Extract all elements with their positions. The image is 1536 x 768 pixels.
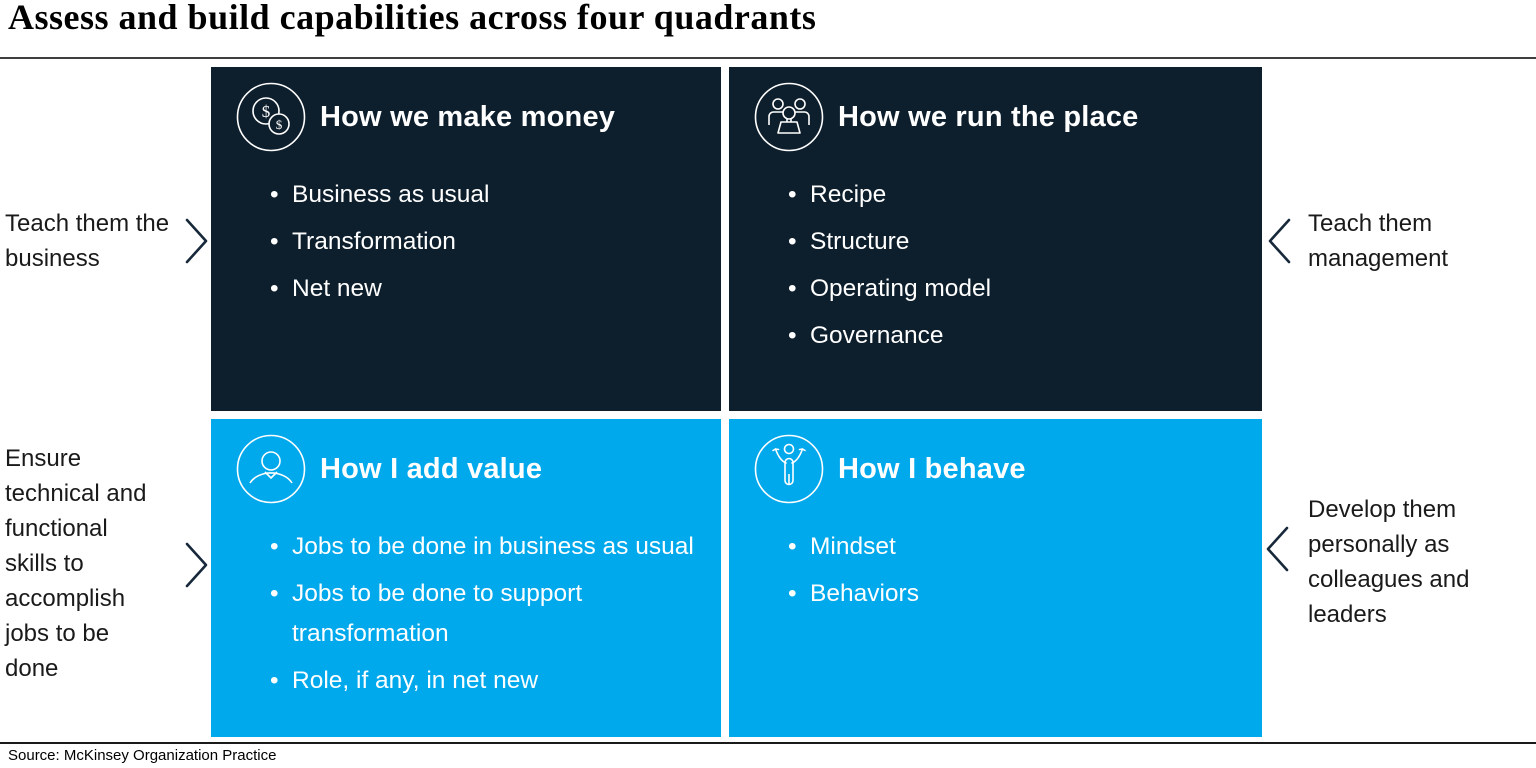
bullet-list: Business as usual Transformation Net new [235,175,697,309]
side-label-teach-business: Teach them the business [5,210,170,272]
quadrant-grid: $ $ How we make money Business as usual … [211,67,1262,737]
bullet-item: Mindset [788,527,1222,567]
bullet-item: Net new [270,269,697,309]
side-label-teach-management: Teach them management [1308,210,1449,272]
chevron-left-icon [1264,216,1294,266]
bullet-item: Business as usual [270,175,697,215]
side-label-develop-personally: Develop them personally as colleagues an… [1308,496,1470,628]
quadrant-title: How I add value [320,452,543,485]
chevron-left-icon [1262,524,1292,574]
svg-text:$: $ [262,102,271,121]
quadrant-header: $ $ How we make money [235,81,697,153]
page-title: Assess and build capabilities across fou… [8,0,817,37]
bullet-item: Behaviors [788,574,1222,614]
quadrant-title: How we make money [320,100,616,133]
quadrant-behave: How I behave Mindset Behaviors [729,419,1262,737]
bullet-list: Mindset Behaviors [753,527,1238,614]
bullet-item: Structure [788,222,1222,262]
quadrant-make-money: $ $ How we make money Business as usual … [211,67,721,411]
bullet-list: Recipe Structure Operating model Governa… [753,175,1238,356]
title-divider [0,57,1536,59]
quadrant-header: How I add value [235,433,697,505]
chevron-right-icon [182,540,212,590]
bullet-item: Transformation [270,222,697,262]
raised-arms-person-icon [753,433,825,505]
person-icon [235,433,307,505]
bullet-item: Jobs to be done to support transformatio… [270,574,697,654]
bullet-item: Recipe [788,175,1222,215]
quadrant-run-place: How we run the place Recipe Structure Op… [729,67,1262,411]
quadrant-title: How I behave [838,452,1026,485]
bullet-item: Governance [788,316,1222,356]
quadrant-add-value: How I add value Jobs to be done in busin… [211,419,721,737]
chevron-right-icon [182,216,212,266]
bullet-list: Jobs to be done in business as usual Job… [235,527,697,701]
people-group-icon [753,81,825,153]
bullet-item: Role, if any, in net new [270,661,697,701]
coins-icon: $ $ [235,81,307,153]
quadrant-header: How I behave [753,433,1238,505]
source-attribution: Source: McKinsey Organization Practice [8,747,277,764]
side-label-technical-skills: Ensure technical and functional skills t… [5,445,147,682]
quadrant-header: How we run the place [753,81,1238,153]
footer-divider [0,742,1536,744]
bullet-item: Operating model [788,269,1222,309]
svg-text:$: $ [276,117,283,132]
quadrant-title: How we run the place [838,100,1139,133]
bullet-item: Jobs to be done in business as usual [270,527,697,567]
